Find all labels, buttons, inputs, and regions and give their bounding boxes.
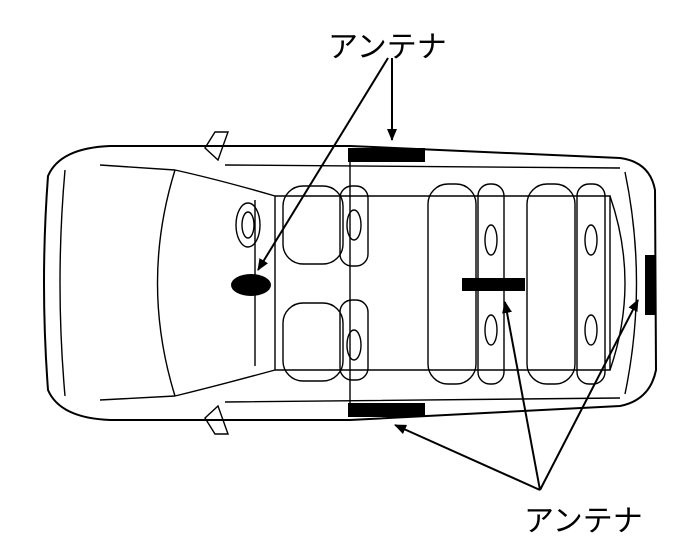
- antenna-rear: [645, 255, 655, 315]
- pointer-arrows: [257, 57, 639, 491]
- antenna-center: [462, 278, 525, 291]
- antenna-dashboard: [231, 274, 271, 296]
- antenna-roof-left: [348, 148, 425, 162]
- antenna-label-top: アンテナ: [328, 30, 447, 65]
- antenna-roof-right: [348, 403, 425, 417]
- car-body: [43, 131, 658, 435]
- antenna-label-bottom: アンテナ: [524, 504, 643, 539]
